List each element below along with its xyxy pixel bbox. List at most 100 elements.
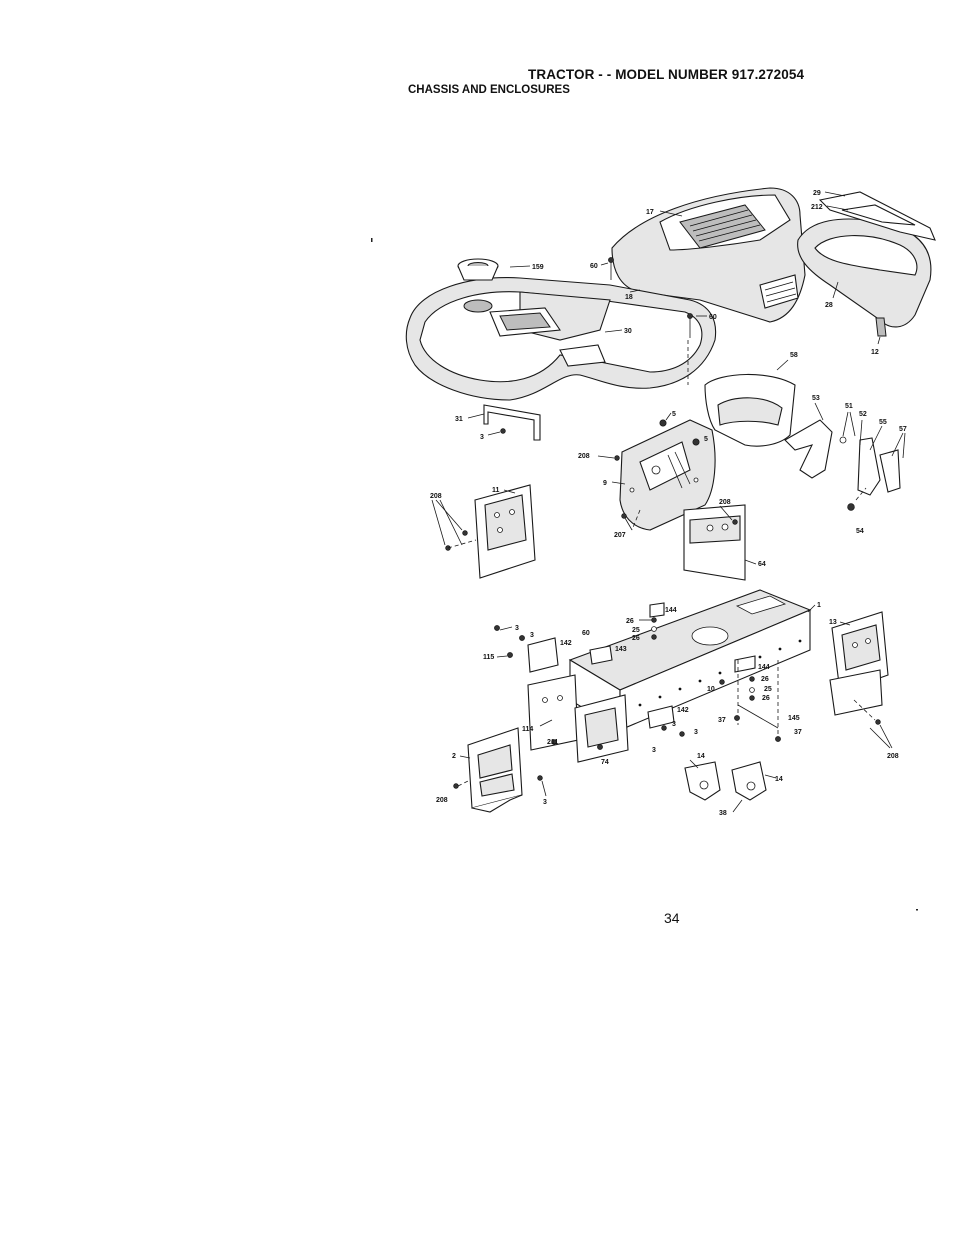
callout-37-right: 37 xyxy=(794,729,802,736)
callout-60-upper: 60 xyxy=(590,263,598,270)
grille-part xyxy=(797,191,936,328)
front-plate-part xyxy=(527,674,579,751)
callout-144-right: 144 xyxy=(758,664,770,671)
callout-60-frame: 60 xyxy=(582,630,590,637)
section-subtitle: CHASSIS AND ENCLOSURES xyxy=(408,84,570,96)
callout-3-frame-left: 3 xyxy=(515,625,519,632)
hitch-bracket-right xyxy=(731,761,767,801)
bolt xyxy=(462,530,468,536)
callout-18: 18 xyxy=(625,294,633,301)
hitch-bracket-left xyxy=(684,761,721,801)
bolt xyxy=(453,783,459,789)
callout-3-frame-right2: 3 xyxy=(694,729,698,736)
callout-14-right: 14 xyxy=(775,776,783,783)
bracket xyxy=(589,645,613,665)
bolt xyxy=(500,428,506,434)
callout-26-right2: 26 xyxy=(762,695,770,702)
washer xyxy=(839,436,847,444)
heat-shield-part xyxy=(704,373,796,447)
bolt xyxy=(621,513,627,519)
bracket xyxy=(734,655,756,673)
bolt xyxy=(719,679,725,685)
callout-52: 52 xyxy=(859,411,867,418)
callout-143: 143 xyxy=(615,646,627,653)
callout-1: 1 xyxy=(817,602,821,609)
callout-207: 207 xyxy=(614,532,626,539)
callout-26-top2: 26 xyxy=(632,635,640,642)
bolt xyxy=(661,725,667,731)
bracket xyxy=(649,602,665,618)
bolt xyxy=(494,625,500,631)
pedal-bracket-part xyxy=(784,419,901,496)
front-bumper-plate-part xyxy=(467,727,523,813)
bolt xyxy=(537,775,543,781)
callout-211: 211 xyxy=(547,739,558,746)
left-side-panel-part xyxy=(474,484,536,579)
callout-208-support: 208 xyxy=(719,499,731,506)
bearing-bracket xyxy=(647,705,675,729)
callout-25-top: 25 xyxy=(632,627,640,634)
page-number: 34 xyxy=(664,910,680,926)
callout-58: 58 xyxy=(790,352,798,359)
washer xyxy=(749,687,755,693)
callout-25-right: 25 xyxy=(764,686,772,693)
fender-part xyxy=(405,277,717,401)
bolt xyxy=(732,519,738,525)
callout-145: 145 xyxy=(788,715,800,722)
callout-2: 2 xyxy=(452,753,456,760)
right-side-panel-part xyxy=(829,611,889,716)
callout-74: 74 xyxy=(601,759,609,766)
callout-142-right: 142 xyxy=(677,707,689,714)
callout-37-left: 37 xyxy=(718,717,726,724)
callout-14-left: 14 xyxy=(697,753,705,760)
callout-26-top: 26 xyxy=(626,618,634,625)
callout-159: 159 xyxy=(532,264,544,271)
nut xyxy=(651,634,657,640)
bolt xyxy=(734,715,740,721)
nut xyxy=(847,503,855,511)
bolt xyxy=(597,744,603,750)
callout-30: 30 xyxy=(624,328,632,335)
dash-panel-part xyxy=(619,419,716,531)
nut xyxy=(749,676,755,682)
callout-5-right: 5 xyxy=(704,436,708,443)
callout-31: 31 xyxy=(455,416,463,423)
callout-53: 53 xyxy=(812,395,820,402)
callout-3-bracket: 3 xyxy=(480,434,484,441)
callout-60-mid: 60 xyxy=(709,314,717,321)
nut xyxy=(749,695,755,701)
bearing-bracket xyxy=(527,637,559,673)
callout-55: 55 xyxy=(879,419,887,426)
callout-208-right: 208 xyxy=(887,753,899,760)
callout-64: 64 xyxy=(758,561,766,568)
callout-3-front: 3 xyxy=(543,799,547,806)
scan-mark xyxy=(371,238,373,242)
callout-212: 212 xyxy=(811,204,823,211)
callout-12: 12 xyxy=(871,349,879,356)
callout-9: 9 xyxy=(603,480,607,487)
callout-11: 11 xyxy=(492,487,500,494)
cup-holder-part xyxy=(457,258,499,281)
callout-3-bottom-mid: 3 xyxy=(652,747,656,754)
callout-17: 17 xyxy=(646,209,654,216)
callout-57: 57 xyxy=(899,426,907,433)
fender-bracket xyxy=(483,404,541,441)
bolt xyxy=(679,731,685,737)
callout-114: 114 xyxy=(522,726,533,733)
hood-bolt xyxy=(608,257,614,280)
callout-10: 10 xyxy=(707,686,715,693)
callout-142-left: 142 xyxy=(560,640,572,647)
callout-208-dash: 208 xyxy=(578,453,590,460)
bolt xyxy=(614,455,620,461)
washer xyxy=(651,626,657,632)
callout-5-left: 5 xyxy=(672,411,676,418)
callout-29: 29 xyxy=(813,190,821,197)
bolt xyxy=(519,635,525,641)
center-plate-part xyxy=(574,694,629,763)
clip-part xyxy=(875,317,887,337)
callout-115: 115 xyxy=(483,654,494,661)
bolt xyxy=(507,652,513,658)
bolt xyxy=(659,419,667,427)
callout-28: 28 xyxy=(825,302,833,309)
